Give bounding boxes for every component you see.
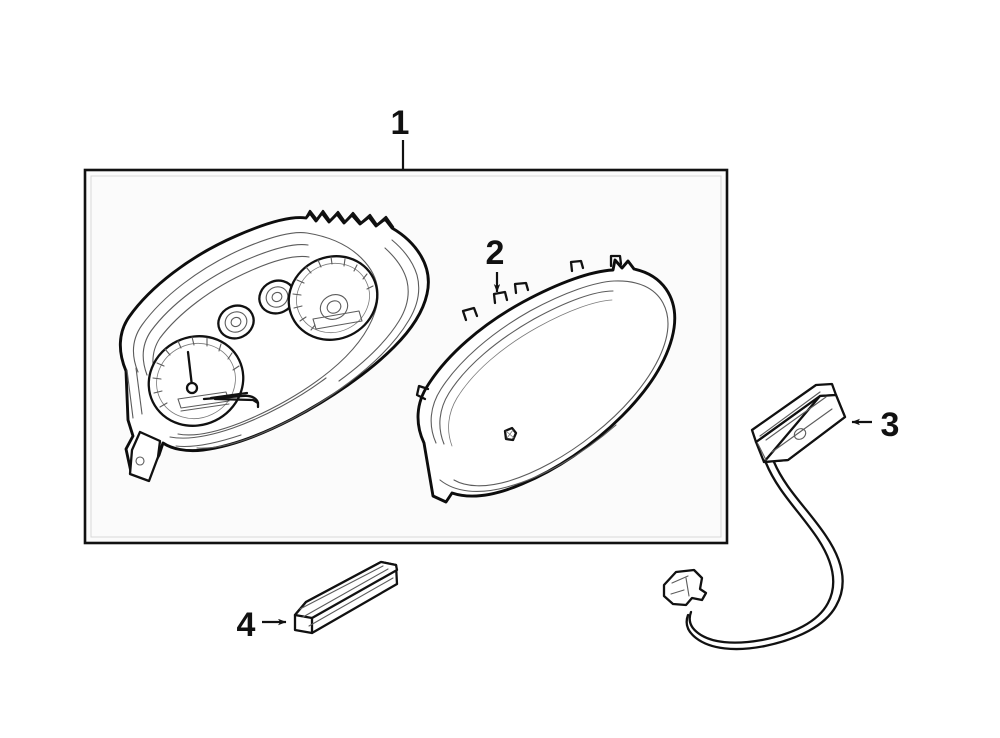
socket-groove-2 [771, 408, 833, 453]
lens-outer-shell [416, 258, 677, 504]
cluster-bezel-line-5 [338, 247, 409, 382]
lens-tab-mid-left [492, 290, 509, 305]
lens-hole-cross-2 [506, 429, 514, 439]
tachometer-gauge [287, 255, 379, 341]
speedometer-gauge [147, 335, 245, 427]
lens-inner-contour-1 [430, 280, 669, 487]
speedometer-hub [185, 381, 199, 395]
callout-1: 1 [391, 104, 410, 170]
odometer-window [177, 391, 230, 409]
harness-wire-outer [688, 461, 835, 644]
trim-bar-groove-2 [308, 577, 394, 627]
lens-top-tabs [461, 254, 623, 322]
callout-3-number: 3 [881, 406, 900, 444]
bracket-hole [135, 456, 145, 466]
speedometer-inner-ring [156, 343, 236, 419]
fuel-gauge [217, 304, 255, 340]
connector-plug-detail-1 [671, 575, 689, 584]
lens-inner-contour-2 [439, 290, 614, 445]
cluster-stalk-line-2 [209, 391, 249, 400]
callout-4: 4 [237, 606, 287, 644]
tachometer-info-window [312, 310, 363, 330]
lens-tab-right [609, 254, 623, 268]
socket-latch [793, 428, 807, 440]
lens-center-hole [503, 426, 518, 442]
connector-plug-detail-3 [685, 577, 690, 597]
speedometer-ticks [152, 336, 240, 408]
tachometer-hub [326, 300, 342, 314]
socket-end-cap [757, 443, 767, 461]
callout-1-number: 1 [391, 104, 410, 142]
lens-inner-contour-3 [448, 299, 613, 447]
trim-bar-groove-1 [302, 568, 389, 618]
callout-4-number: 4 [237, 606, 256, 644]
callout-3: 3 [851, 406, 900, 444]
cluster-mounting-bracket [128, 430, 162, 483]
cluster-bezel-line-3 [152, 255, 310, 380]
socket-groove-3 [759, 391, 821, 437]
lens-tab-mid-right [569, 259, 585, 273]
odometer-underline [180, 403, 230, 412]
cluster-trim-bar [293, 560, 399, 635]
temp-gauge-hub [271, 291, 283, 303]
lens-tab-mid [513, 281, 530, 295]
fuel-gauge-mid [224, 311, 248, 333]
speedometer-outer-ring [147, 335, 245, 427]
group-box-inner-hairline [90, 175, 722, 538]
speedometer-needle [186, 350, 194, 388]
tachometer-inner-ring [296, 263, 370, 333]
tachometer-ticks [292, 256, 374, 331]
cluster-lens-cover [415, 254, 677, 504]
cluster-bezel-line-1 [133, 232, 379, 436]
temp-gauge-mid [265, 286, 289, 308]
trim-bar-groove-3 [299, 565, 384, 610]
tachometer-outer-ring [287, 255, 379, 341]
harness-connector-plug [662, 568, 708, 607]
lens-hole-outline [503, 426, 518, 442]
fuel-gauge-hub [230, 316, 242, 328]
harness-wire-inner [685, 460, 844, 651]
lens-tab-left [461, 306, 479, 322]
connector-plug-detail-2 [670, 589, 685, 595]
bulb-socket-module [662, 382, 847, 651]
cluster-left-edge-line-2 [135, 367, 143, 415]
lens-tab-left-edge [415, 384, 430, 401]
temperature-gauge [258, 279, 296, 315]
cluster-left-edge-line [126, 369, 134, 419]
tachometer-center-boss [319, 294, 349, 320]
cluster-bezel-line-4 [196, 239, 420, 449]
instrument-cluster-body [118, 209, 430, 483]
fuel-gauge-outer [217, 304, 255, 340]
lens-bottom-contour [439, 424, 617, 492]
callout-2-number: 2 [486, 234, 505, 272]
cluster-top-tabs [304, 209, 395, 229]
connector-plug-body [662, 568, 708, 607]
bracket-body [128, 430, 162, 483]
cluster-pointer-arm [213, 397, 260, 405]
cluster-lower-contour-1 [169, 377, 327, 439]
cluster-bezel-line-2 [142, 244, 309, 376]
socket-groove-1 [765, 396, 827, 441]
cluster-lower-contour-2 [175, 434, 242, 448]
callout-2: 2 [486, 234, 505, 293]
